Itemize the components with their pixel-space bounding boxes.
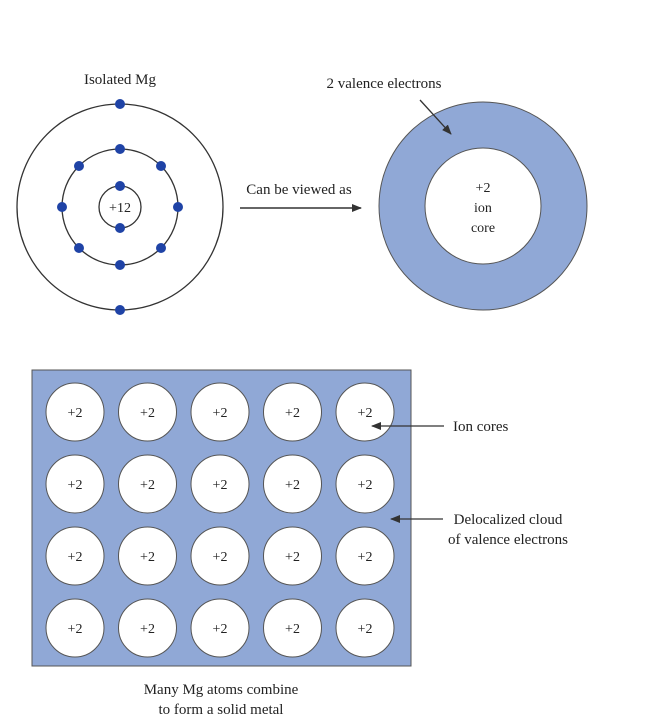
lattice-ion-core-label: +2 xyxy=(358,622,373,637)
lattice-ion-core xyxy=(190,526,250,586)
lattice-ion-core xyxy=(190,598,250,658)
lattice-ion-core xyxy=(263,526,322,586)
lattice-ion-core-label: +2 xyxy=(213,478,228,493)
valence-electrons-label: 2 valence electrons xyxy=(327,76,442,92)
lattice-ion-core xyxy=(335,454,395,514)
lattice-ion-core xyxy=(335,598,395,658)
metal-lattice: +2 +2 +2 +2 +2 +2 +2 +2 +2 +2 +2 +2 +2 +2 +2 +2 +2 +2 +2 +2 xyxy=(31,369,412,667)
lattice-ion-core xyxy=(45,382,105,442)
lattice-ion-core-label: +2 xyxy=(285,406,300,421)
lattice-ion-core-label: +2 xyxy=(213,550,228,565)
lattice-ion-core xyxy=(263,598,322,658)
ion-core-circle xyxy=(424,147,542,265)
electron-dot xyxy=(115,305,125,315)
lattice-ion-core xyxy=(190,382,250,442)
lattice-ion-core xyxy=(118,526,177,586)
lattice-ion-core xyxy=(263,454,322,514)
lattice-ion-core-label: +2 xyxy=(213,622,228,637)
lattice-ion-core xyxy=(45,598,105,658)
ion-core-core-label: core xyxy=(471,221,495,236)
lattice-ion-core-label: +2 xyxy=(68,478,83,493)
nucleus-label: +12 xyxy=(109,201,131,216)
electron-dot xyxy=(57,202,67,212)
lattice-ion-core xyxy=(118,598,177,658)
lattice-ion-core-label: +2 xyxy=(68,550,83,565)
lattice-annotations: Ion cores Delocalized cloud of valence e… xyxy=(144,419,568,718)
lattice-ion-core xyxy=(45,454,105,514)
electron-dot xyxy=(73,160,84,171)
isolated-mg-label: Isolated Mg xyxy=(84,72,157,88)
electron-dot xyxy=(115,223,125,233)
electrons xyxy=(57,99,183,315)
lattice-ion-core-label: +2 xyxy=(358,478,373,493)
electron-dot xyxy=(115,144,125,154)
lattice-ion-core xyxy=(263,382,322,442)
lattice-ion-core-label: +2 xyxy=(140,622,155,637)
ion-core-charge-label: +2 xyxy=(476,181,491,196)
lattice-ion-core-label: +2 xyxy=(140,550,155,565)
caption-line2: to form a solid metal xyxy=(159,702,284,718)
electron-dot xyxy=(115,260,125,270)
isolated-mg-atom: Isolated Mg +12 xyxy=(16,72,224,315)
ion-core-grid: +2 +2 +2 +2 +2 +2 +2 +2 +2 +2 +2 +2 +2 +2 +2 +2 +2 +2 +2 +2 xyxy=(45,382,395,658)
electron-dot xyxy=(115,181,125,191)
lattice-ion-core-label: +2 xyxy=(140,406,155,421)
arrow-label: Can be viewed as xyxy=(246,182,352,198)
electron-dot xyxy=(173,202,183,212)
lattice-ion-core-label: +2 xyxy=(285,550,300,565)
electron-dot xyxy=(115,99,125,109)
ion-core-model: 2 valence electrons +2 ion core xyxy=(327,76,588,311)
lattice-ion-core-label: +2 xyxy=(285,622,300,637)
lattice-ion-core xyxy=(45,526,105,586)
lattice-ion-core-label: +2 xyxy=(285,478,300,493)
electron-dot xyxy=(73,243,84,254)
delocalized-cloud-label-line1: Delocalized cloud xyxy=(454,512,563,528)
lattice-ion-core-label: +2 xyxy=(140,478,155,493)
electron-dot xyxy=(156,160,167,171)
electron-dot xyxy=(156,243,167,254)
lattice-ion-core-label: +2 xyxy=(68,406,83,421)
lattice-ion-core-label: +2 xyxy=(358,550,373,565)
ion-cores-label: Ion cores xyxy=(453,419,509,435)
lattice-ion-core xyxy=(118,382,177,442)
lattice-ion-core-label: +2 xyxy=(68,622,83,637)
lattice-ion-core-label: +2 xyxy=(358,406,373,421)
lattice-ion-core xyxy=(335,526,395,586)
valence-pointer-line xyxy=(419,99,452,135)
lattice-ion-core xyxy=(118,454,177,514)
lattice-ion-core xyxy=(190,454,250,514)
delocalized-cloud-label-line2: of valence electrons xyxy=(448,532,568,548)
caption-line1: Many Mg atoms combine xyxy=(144,682,299,698)
transform-arrow: Can be viewed as xyxy=(240,182,362,212)
ion-core-ion-label: ion xyxy=(474,201,492,216)
lattice-ion-core-label: +2 xyxy=(213,406,228,421)
